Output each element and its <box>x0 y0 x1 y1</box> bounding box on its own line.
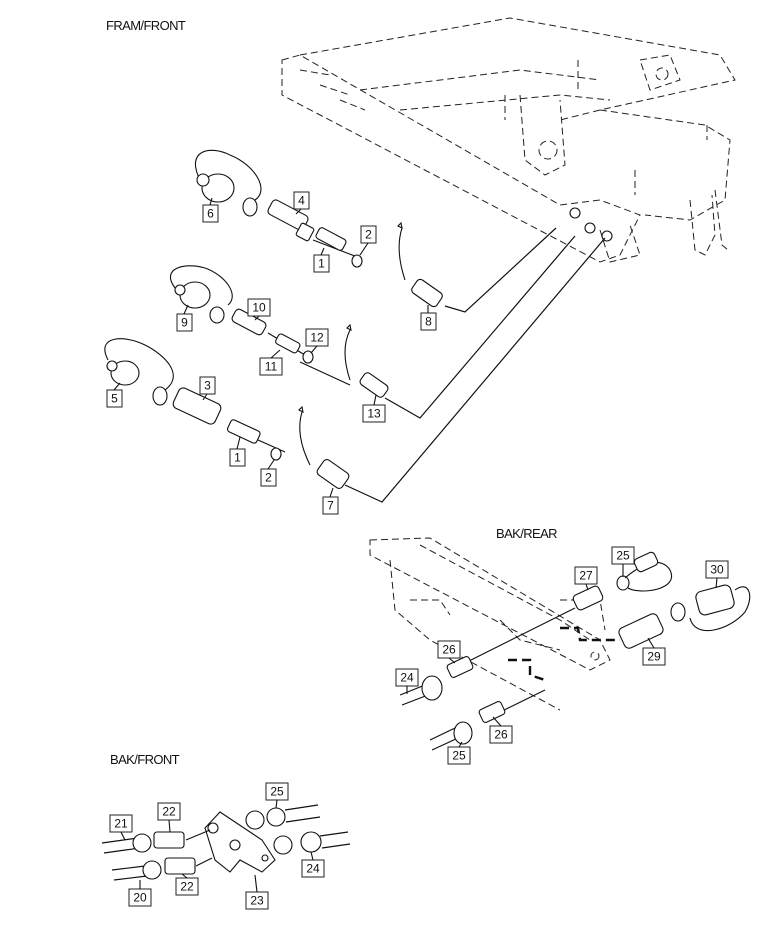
callout-8-text: 8 <box>425 315 432 329</box>
callout-22: 22 <box>157 802 181 821</box>
front-frame-outline <box>281 17 736 263</box>
callout-22-text: 22 <box>162 805 176 819</box>
rear-fittings <box>399 551 751 751</box>
callout-13-text: 13 <box>367 407 381 421</box>
callout-26b-text: 26 <box>494 728 508 742</box>
callout-12: 12 <box>305 328 329 347</box>
callout-2b-text: 2 <box>265 471 272 485</box>
callout-27: 27 <box>574 566 598 585</box>
callout-2: 2 <box>360 225 377 244</box>
callout-6-text: 6 <box>207 207 214 221</box>
callout-26-text: 26 <box>442 643 456 657</box>
callout-3-text: 3 <box>204 379 211 393</box>
callout-30-text: 30 <box>710 563 724 577</box>
callout-10-text: 10 <box>252 301 266 315</box>
callout-7-text: 7 <box>327 499 334 513</box>
callout-5-text: 5 <box>111 392 118 406</box>
callout-9: 9 <box>176 313 193 332</box>
callout-26b: 26 <box>489 725 513 744</box>
callout-5: 5 <box>106 389 123 408</box>
callout-27-text: 27 <box>579 569 593 583</box>
front-couplers <box>172 199 443 489</box>
callout-29-text: 29 <box>647 650 661 664</box>
callout-25b: 25 <box>447 746 471 765</box>
callout-6: 6 <box>202 204 219 223</box>
callout-25c-text: 25 <box>270 785 284 799</box>
callout-13: 13 <box>362 404 386 423</box>
leader-lines <box>113 197 718 893</box>
callout-26: 26 <box>437 640 461 659</box>
callout-22b-text: 22 <box>180 880 194 894</box>
front-bracket-assembly <box>101 804 351 881</box>
callout-23-text: 23 <box>250 894 264 908</box>
callout-1b: 1 <box>229 448 246 467</box>
callout-10: 10 <box>247 298 271 317</box>
callout-9-text: 9 <box>181 316 188 330</box>
callout-4-text: 4 <box>298 194 305 208</box>
title-front-frame: FRAM/FRONT <box>106 18 186 33</box>
callout-21: 21 <box>109 814 133 833</box>
callout-1-text: 1 <box>318 257 325 271</box>
callout-22b: 22 <box>175 877 199 896</box>
callout-3: 3 <box>199 376 216 395</box>
callout-24b-text: 24 <box>306 862 320 876</box>
title-front-bracket: BAK/FRONT <box>110 752 180 767</box>
callout-20: 20 <box>128 888 152 907</box>
callout-25-text: 25 <box>616 549 630 563</box>
callout-11: 11 <box>259 357 283 376</box>
callout-29: 29 <box>642 647 666 666</box>
rear-frame-outline <box>369 537 611 711</box>
callout-labels: 6 4 2 1 8 10 9 12 11 13 5 3 1 2 7 25 27 … <box>106 191 729 910</box>
callout-11-text: 11 <box>265 360 278 374</box>
title-rear: BAK/REAR <box>496 526 558 541</box>
callout-2-text: 2 <box>365 228 372 242</box>
callout-23: 23 <box>245 891 269 910</box>
dust-caps <box>104 149 262 406</box>
callout-12-text: 12 <box>310 331 324 345</box>
callout-24b: 24 <box>301 859 325 878</box>
callout-7: 7 <box>322 496 339 515</box>
callout-24-text: 24 <box>400 671 414 685</box>
callout-25b-text: 25 <box>452 749 466 763</box>
callout-21-text: 21 <box>114 817 128 831</box>
callout-2b: 2 <box>260 468 277 487</box>
callout-4: 4 <box>293 191 310 210</box>
callout-20-text: 20 <box>133 891 147 905</box>
callout-25c: 25 <box>265 782 289 801</box>
callout-30: 30 <box>705 560 729 579</box>
callout-24: 24 <box>395 668 419 687</box>
callout-25: 25 <box>611 546 635 565</box>
callout-1b-text: 1 <box>234 451 241 465</box>
callout-1: 1 <box>313 254 330 273</box>
callout-8: 8 <box>420 312 437 331</box>
